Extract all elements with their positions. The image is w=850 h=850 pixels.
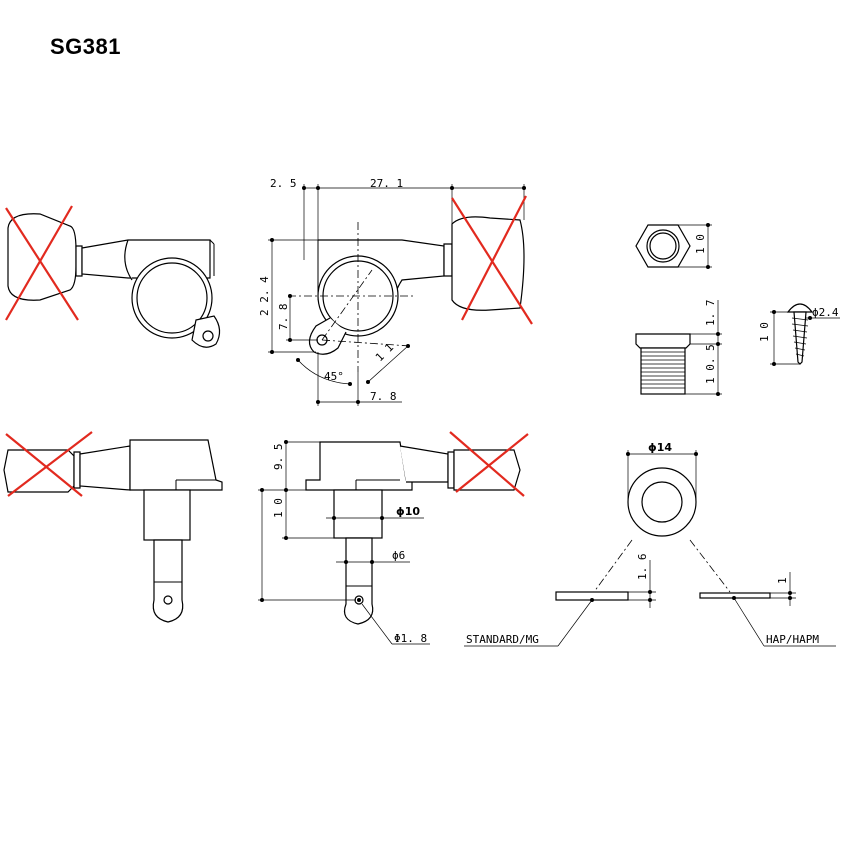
- dim-1: 1: [776, 577, 789, 584]
- dim-11: 1 1: [373, 341, 396, 364]
- tuner-bottom-view-left: [3, 439, 223, 623]
- dim-45-degrees: 45°: [324, 370, 344, 383]
- dim-22-4: 2 2. 4: [258, 276, 271, 316]
- crossed-out-knob-icon: [5, 205, 79, 321]
- tuner-dimension-view: 2. 5 27. 1 2 2. 4 7. 8 1 1 45° 7. 8: [258, 177, 526, 406]
- tuner-post-dimension-view: 9. 5 1 0 ϕ10 ϕ6 Φ1. 8: [258, 440, 521, 645]
- dim-10-5: 1 0. 5: [704, 344, 717, 384]
- dim-phi-2-4: ϕ2.4: [812, 306, 839, 319]
- dim-27-1: 27. 1: [370, 177, 403, 190]
- tuner-side-view-left: [7, 213, 221, 348]
- dim-10-post: 1 0: [272, 498, 285, 518]
- crossed-out-knob-icon: [449, 431, 529, 497]
- dim-2-5: 2. 5: [270, 177, 297, 190]
- crossed-out-knob-icon: [451, 195, 533, 325]
- dim-phi-1-8: Φ1. 8: [394, 632, 427, 645]
- bushing-side-view: 1. 7 1 0. 5: [635, 300, 722, 396]
- dim-10-screw: 1 0: [758, 322, 771, 342]
- dim-phi-10: ϕ10: [396, 505, 420, 518]
- model-title: SG381: [50, 34, 121, 59]
- dim-9-5: 9. 5: [272, 444, 285, 471]
- dim-phi-6: ϕ6: [392, 549, 405, 562]
- dim-7-8-horizontal: 7. 8: [370, 390, 397, 403]
- washer-label-standard: STANDARD/MG: [466, 633, 539, 646]
- washer-top-view: ϕ14: [593, 441, 731, 593]
- washer-standard-section: 1. 6 STANDARD/MG: [464, 554, 656, 647]
- washer-label-hap: HAP/HAPM: [766, 633, 819, 646]
- dim-10-hex: 1 0: [694, 234, 707, 254]
- mounting-screw-view: 1 0 ϕ2.4: [758, 303, 840, 366]
- dim-1-6: 1. 6: [636, 554, 649, 581]
- washer-hap-section: 1 HAP/HAPM: [699, 572, 836, 647]
- dim-7-8-vertical: 7. 8: [277, 304, 290, 331]
- hex-nut-top-view: 1 0: [635, 223, 712, 269]
- dim-1-7: 1. 7: [704, 300, 717, 327]
- crossed-out-knob-icon: [5, 431, 93, 497]
- dim-phi-14: ϕ14: [648, 441, 672, 454]
